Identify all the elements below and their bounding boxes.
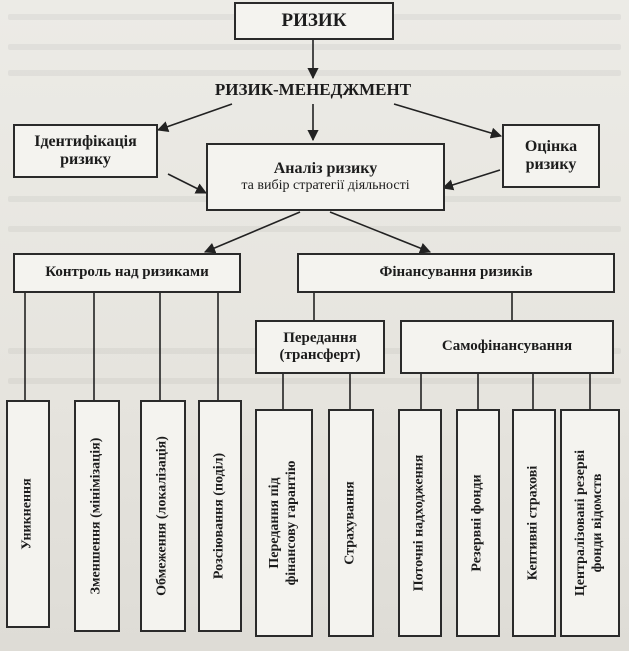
financing-label: Фінансування ризиків (379, 264, 533, 281)
assessment-box: Оцінка ризику (502, 124, 600, 188)
risk-label: РИЗИК (281, 10, 347, 32)
method-avoidance-box: Уникнення (6, 400, 50, 628)
method-dispersion-box: Розсіювання (поділ) (198, 400, 242, 632)
control-label: Контроль над ризиками (45, 264, 209, 281)
arrow-identification-to-analysis (167, 173, 208, 194)
method-reduction-box: Зменшення (мінімізація) (74, 400, 120, 632)
method-centralized-label: Централізовані резерві фонди відомств (573, 450, 607, 596)
identification-label: Ідентифікація ризику (34, 132, 137, 168)
method-insurance-box: Страхування (328, 409, 374, 637)
method-centralized-box: Централізовані резерві фонди відомств (560, 409, 620, 637)
risk-box: РИЗИК (234, 2, 394, 40)
transfer-box: Передання (трансферт) (255, 320, 385, 374)
method-captive-label: Кептивні страхові (525, 465, 541, 581)
method-reserve-funds-box: Резервні фонди (456, 409, 500, 637)
method-reserve-funds-label: Резервні фонди (469, 474, 485, 572)
analysis-box: Аналіз ризику та вибір стратегії діяльно… (206, 143, 445, 211)
method-guarantee-line-1: Передання під (267, 477, 283, 569)
control-box: Контроль над ризиками (13, 253, 241, 293)
transfer-label-2: (трансферт) (279, 347, 361, 363)
method-guarantee-box: Передання під фінансову гарантію (255, 409, 313, 637)
method-reduction-label: Зменшення (мінімізація) (88, 437, 104, 595)
self-financing-label: Самофінансування (441, 338, 573, 355)
method-current-income-box: Поточні надходження (398, 409, 442, 637)
method-avoidance-label: Уникнення (19, 478, 35, 550)
method-limitation-box: Обмеження (локалізація) (140, 400, 186, 632)
assessment-label: Оцінка ризику (524, 137, 578, 173)
method-current-income-label: Поточні надходження (411, 454, 427, 592)
method-captive-box: Кептивні страхові (512, 409, 556, 637)
self-financing-box: Самофінансування (400, 320, 614, 374)
arrow-to-assessment (393, 103, 503, 139)
transfer-label-1: Передання (283, 329, 357, 346)
method-centralized-line-1: Централізовані резерві (573, 449, 589, 597)
financing-box: Фінансування ризиків (297, 253, 615, 293)
method-limitation-label: Обмеження (локалізація) (154, 436, 170, 596)
arrow-assessment-to-analysis (441, 169, 501, 191)
arrow-to-financing (329, 211, 432, 254)
arrow-to-control (203, 211, 301, 254)
risk-management-label: РИЗИК-МЕНЕДЖМЕНТ (194, 80, 432, 100)
method-dispersion-label: Розсіювання (поділ) (211, 452, 227, 580)
method-insurance-label: Страхування (342, 481, 358, 565)
analysis-subtitle: та вибір стратегії діяльності (241, 178, 410, 194)
identification-box: Ідентифікація ризику (13, 124, 158, 178)
method-guarantee-label: Передання під фінансову гарантію (267, 461, 301, 586)
method-centralized-line-2: фонди відомств (590, 473, 605, 573)
method-guarantee-line-2: фінансову гарантію (284, 460, 299, 586)
analysis-title: Аналіз ризику (273, 159, 378, 177)
risk-management-text: РИЗИК-МЕНЕДЖМЕНТ (214, 80, 412, 99)
arrow-to-identification (156, 103, 233, 132)
